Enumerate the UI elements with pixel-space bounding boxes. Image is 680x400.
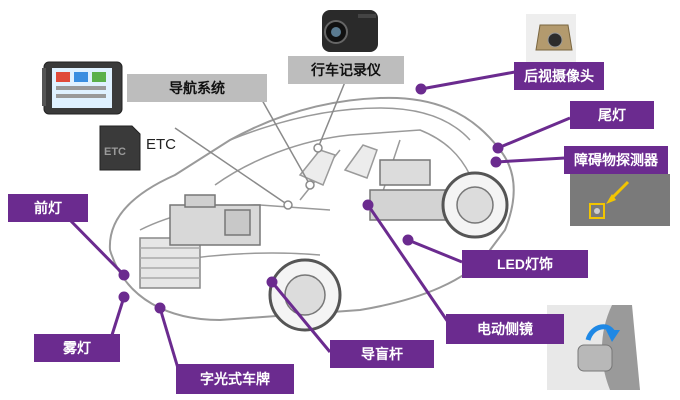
label-navigation: 导航系统: [127, 74, 267, 102]
side-mirror-photo: [547, 305, 640, 390]
leader-lines-grey: [174, 81, 346, 210]
parking-sensor-photo: [570, 174, 670, 226]
label-dashcam: 行车记录仪: [288, 56, 404, 84]
rear-camera-icon: [526, 14, 576, 62]
car-cutaway-illustration: [108, 96, 515, 332]
gps-navigator-icon: [42, 61, 123, 115]
label-light-license-plate: 字光式车牌: [176, 364, 294, 394]
leader-lines: [63, 70, 571, 376]
label-obstacle-detector: 障碍物探测器: [564, 146, 668, 174]
label-etc: ETC: [146, 135, 176, 153]
label-fog-light: 雾灯: [34, 334, 120, 362]
label-rear-camera: 后视摄像头: [514, 62, 604, 90]
label-tail-light: 尾灯: [570, 101, 654, 129]
etc-card-icon: ETC: [99, 125, 141, 171]
label-guide-rod: 导盲杆: [330, 340, 434, 368]
dashcam-icon: [322, 10, 378, 52]
label-headlight: 前灯: [8, 194, 88, 222]
svg-text:ETC: ETC: [104, 146, 126, 158]
label-power-mirror: 电动侧镜: [446, 314, 564, 344]
label-led-trim: LED灯饰: [462, 250, 588, 278]
